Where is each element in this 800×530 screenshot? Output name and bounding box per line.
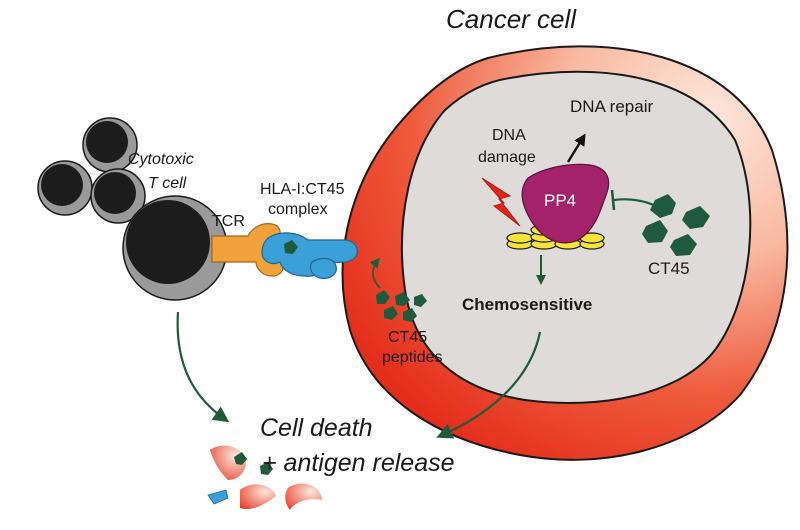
cell-death-label-line2: + antigen release bbox=[262, 449, 455, 477]
lightning-icon bbox=[481, 177, 521, 227]
peptide-transport-arrow bbox=[369, 257, 381, 289]
dna-repair-label: DNA repair bbox=[570, 97, 654, 116]
dna-damage-label-line1: DNA bbox=[492, 127, 526, 144]
cell-death-label-line1: Cell death bbox=[260, 414, 373, 442]
ct45-label: CT45 bbox=[648, 259, 690, 278]
pp4-protein-icon bbox=[521, 163, 610, 244]
ct45-peptides-label-line2: peptides bbox=[382, 349, 443, 366]
hla-label-line2: complex bbox=[268, 201, 328, 218]
hla-lower-icon bbox=[309, 257, 337, 279]
cell-debris-icon bbox=[207, 445, 322, 510]
chemosensitive-label: Chemosensitive bbox=[462, 295, 593, 314]
ct45-protein-icon bbox=[642, 194, 710, 256]
cytotoxic-label-line2: T cell bbox=[148, 175, 187, 192]
inhibition-bar bbox=[610, 189, 616, 211]
cytotoxic-t-cell bbox=[122, 195, 228, 301]
pp4-label: PP4 bbox=[544, 191, 577, 210]
dna-repair-arrow bbox=[566, 133, 586, 163]
hla-label-line1: HLA-I:CT45 bbox=[260, 181, 345, 198]
cancer-cell-label: Cancer cell bbox=[446, 4, 577, 34]
t-cell-cluster bbox=[37, 117, 146, 224]
dna-damage-label-line2: damage bbox=[478, 149, 536, 166]
antigen-peptide-icon bbox=[284, 240, 298, 254]
chemosensitive-death-arrow bbox=[436, 331, 542, 439]
ct45-peptides-label-line1: CT45 bbox=[388, 329, 428, 346]
tcr-label: TCR bbox=[212, 213, 245, 230]
t-cell-killing-arrow bbox=[176, 311, 230, 423]
cytotoxic-label-line1: Cytotoxic bbox=[128, 151, 194, 168]
ct45-peptides-icon bbox=[376, 290, 427, 322]
